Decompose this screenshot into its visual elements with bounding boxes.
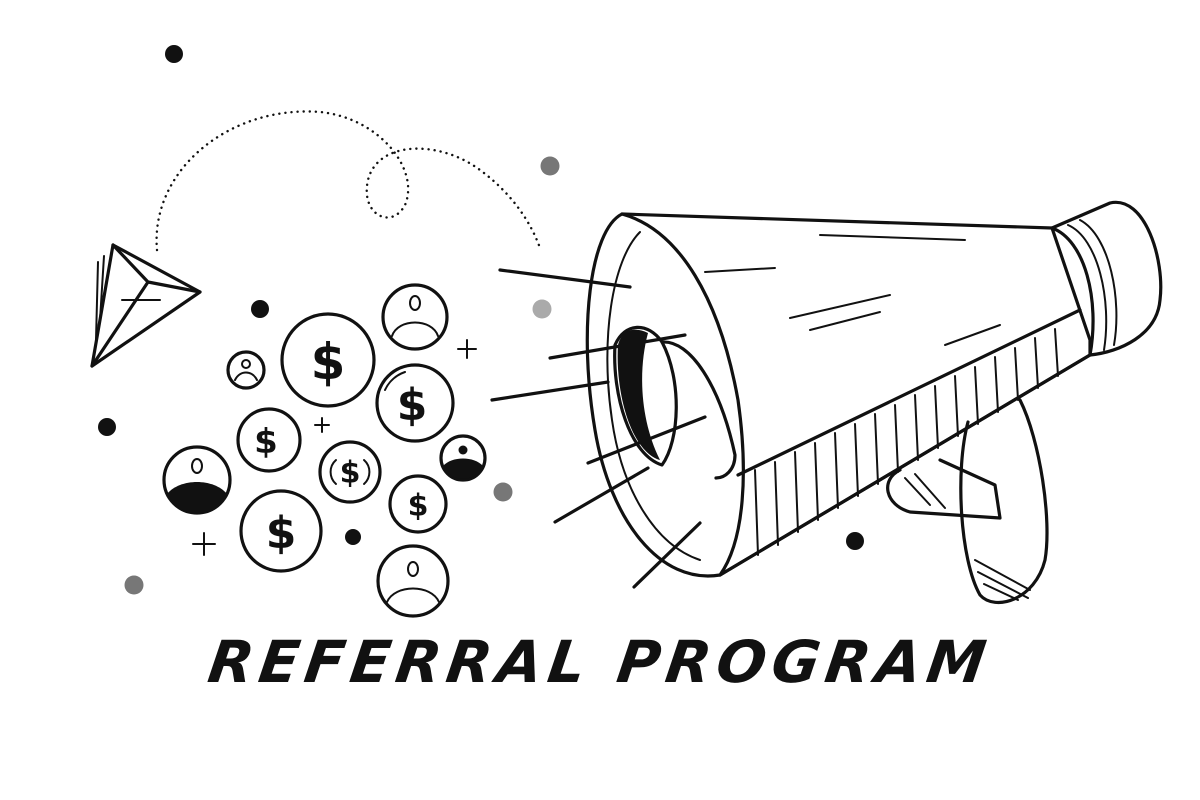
dollar-coins: $ $ $ $ $ $: [236, 312, 455, 573]
megaphone-icon: [585, 200, 1163, 605]
user-avatar-icon: [439, 434, 487, 482]
decorative-dots: [98, 45, 864, 595]
flight-path: [155, 110, 542, 252]
dollar-coin-icon: $: [388, 474, 448, 534]
dot: [532, 299, 552, 319]
dollar-coin-icon: $: [318, 440, 382, 504]
dot: [345, 529, 361, 545]
page-title: REFERRAL PROGRAM: [204, 628, 996, 696]
paper-plane-icon: [90, 243, 202, 368]
dollar-coin-icon: $: [280, 312, 376, 408]
dollar-coin-icon: $: [239, 489, 323, 573]
svg-text:$: $: [311, 333, 346, 391]
svg-text:$: $: [254, 422, 278, 462]
dollar-coin-icon: $: [375, 363, 455, 443]
user-avatar-icon: [381, 283, 449, 351]
dot: [98, 418, 116, 436]
plus-icon: [192, 339, 477, 556]
user-avatar-icon: [162, 445, 232, 515]
svg-text:$: $: [408, 489, 429, 524]
dot: [124, 575, 144, 595]
dot: [846, 532, 864, 550]
svg-text:$: $: [340, 456, 361, 491]
svg-text:$: $: [397, 380, 428, 431]
dollar-coin-icon: $: [236, 407, 302, 473]
user-avatar-icon: [226, 350, 266, 390]
dot: [493, 482, 513, 502]
user-avatars: [162, 283, 487, 618]
svg-text:$: $: [266, 508, 297, 559]
dot: [540, 156, 560, 176]
dot: [165, 45, 183, 63]
dot: [251, 300, 269, 318]
sound-lines: [490, 268, 707, 589]
user-avatar-icon: [376, 544, 450, 618]
